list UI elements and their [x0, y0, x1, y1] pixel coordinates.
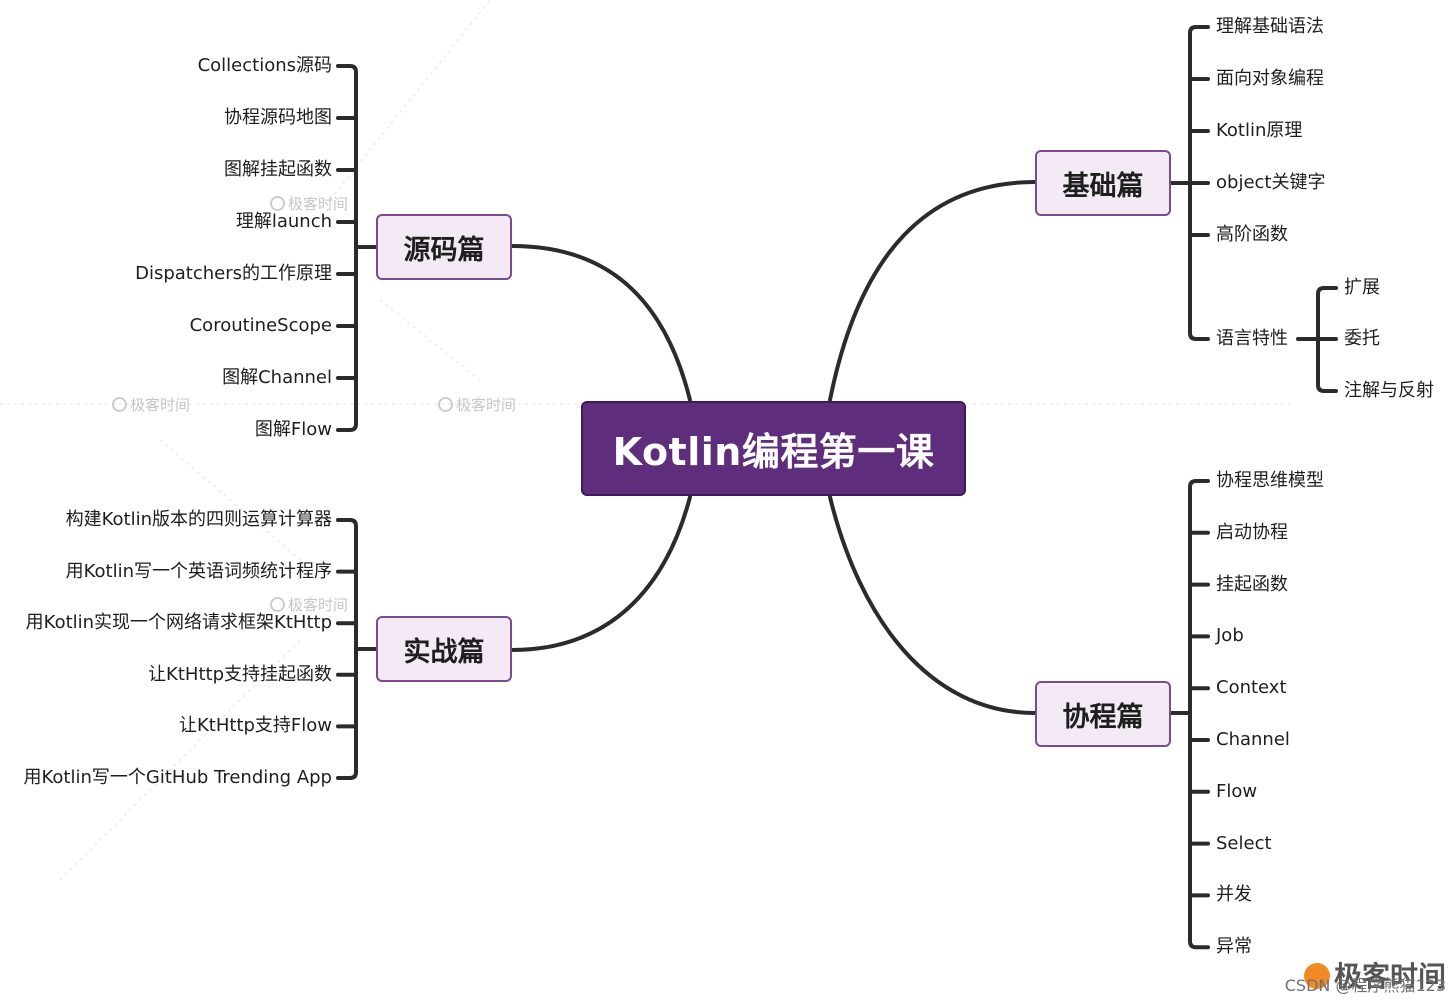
branch-node-coroutine[interactable]: 协程篇 — [1035, 681, 1171, 747]
leaf-node[interactable]: Flow — [1216, 780, 1258, 802]
root-node[interactable]: Kotlin编程第一课 — [581, 401, 966, 496]
branch-node-label: 实战篇 — [403, 636, 485, 668]
leaf-node[interactable]: 图解挂起函数 — [224, 159, 332, 180]
leaf-node[interactable]: 图解Flow — [254, 419, 332, 440]
branch-node-practice[interactable]: 实战篇 — [376, 616, 512, 682]
leaf-node[interactable]: Context — [1216, 677, 1287, 699]
connector-line — [828, 495, 1037, 715]
connector-line — [510, 495, 692, 652]
leaf-node[interactable]: 让KtHttp支持Flow — [178, 715, 332, 737]
connector-line — [510, 244, 692, 402]
branch-node-label: 源码篇 — [403, 234, 485, 266]
leaf-node[interactable]: 让KtHttp支持挂起函数 — [148, 663, 332, 685]
leaf-node[interactable]: Select — [1216, 832, 1272, 854]
leaf-node[interactable]: 语言特性 — [1216, 328, 1288, 349]
branch-node-source[interactable]: 源码篇 — [376, 214, 512, 280]
leaf-node[interactable]: 挂起函数 — [1216, 573, 1288, 595]
leaf-node[interactable]: 用Kotlin实现一个网络请求框架KtHttp — [25, 612, 332, 634]
leaf-node[interactable]: 高阶函数 — [1216, 224, 1288, 245]
leaf-node[interactable]: 启动协程 — [1216, 521, 1288, 543]
brand-logo: 极客时间 — [1303, 955, 1446, 995]
watermark: 极客时间 — [438, 394, 516, 415]
leaf-node[interactable]: 协程源码地图 — [224, 107, 332, 128]
credit-text: CSDN @程序熊猫123 — [1284, 976, 1446, 995]
geek-time-logo-icon — [270, 196, 285, 211]
watermark: 极客时间 — [112, 394, 190, 415]
connector-line — [159, 439, 301, 561]
leaf-node[interactable]: Job — [1216, 625, 1244, 647]
leaf-node[interactable]: 用Kotlin写一个英语词频统计程序 — [65, 560, 332, 582]
connector-line — [1188, 479, 1210, 950]
leaf-node[interactable]: 理解launch — [235, 211, 332, 232]
leaf-node[interactable]: 图解Channel — [222, 367, 332, 388]
geek-time-logo-icon — [1303, 963, 1330, 989]
geek-time-logo-icon — [270, 597, 285, 612]
leaf-node[interactable]: Kotlin原理 — [1216, 120, 1303, 141]
leaf-node[interactable]: 协程思维模型 — [1216, 470, 1324, 491]
leaf-node[interactable]: 异常 — [1216, 936, 1252, 958]
leaf-node[interactable]: 注解与反射 — [1344, 380, 1434, 401]
leaf-node[interactable]: Channel — [1216, 729, 1290, 750]
leaf-node[interactable]: object关键字 — [1216, 172, 1326, 193]
connector-line — [59, 639, 301, 881]
leaf-node[interactable]: 委托 — [1344, 328, 1380, 349]
watermark: 极客时间 — [270, 594, 348, 615]
branch-node-label: 协程篇 — [1062, 701, 1144, 733]
leaf-node[interactable]: 用Kotlin写一个GitHub Trending App — [23, 767, 332, 788]
leaf-node[interactable]: 理解基础语法 — [1216, 16, 1324, 37]
geek-time-logo-icon — [438, 397, 453, 412]
connector-line — [828, 180, 1037, 402]
connector-line — [336, 518, 358, 780]
leaf-node[interactable]: 面向对象编程 — [1216, 68, 1324, 89]
leaf-node[interactable]: CoroutineScope — [189, 315, 332, 336]
connector-line — [379, 299, 481, 381]
connector-line — [336, 64, 358, 432]
leaf-node[interactable]: 扩展 — [1344, 277, 1380, 298]
geek-time-logo-icon — [112, 397, 127, 412]
leaf-node[interactable]: 构建Kotlin版本的四则运算计算器 — [65, 509, 332, 530]
root-node-label: Kotlin编程第一课 — [612, 430, 935, 474]
branch-node-label: 基础篇 — [1062, 170, 1144, 202]
leaf-node[interactable]: Dispatchers的工作原理 — [135, 263, 332, 284]
branch-node-basics[interactable]: 基础篇 — [1035, 150, 1171, 216]
leaf-node[interactable]: Collections源码 — [197, 55, 332, 76]
watermark: 极客时间 — [270, 193, 348, 214]
leaf-node[interactable]: 并发 — [1216, 884, 1252, 906]
